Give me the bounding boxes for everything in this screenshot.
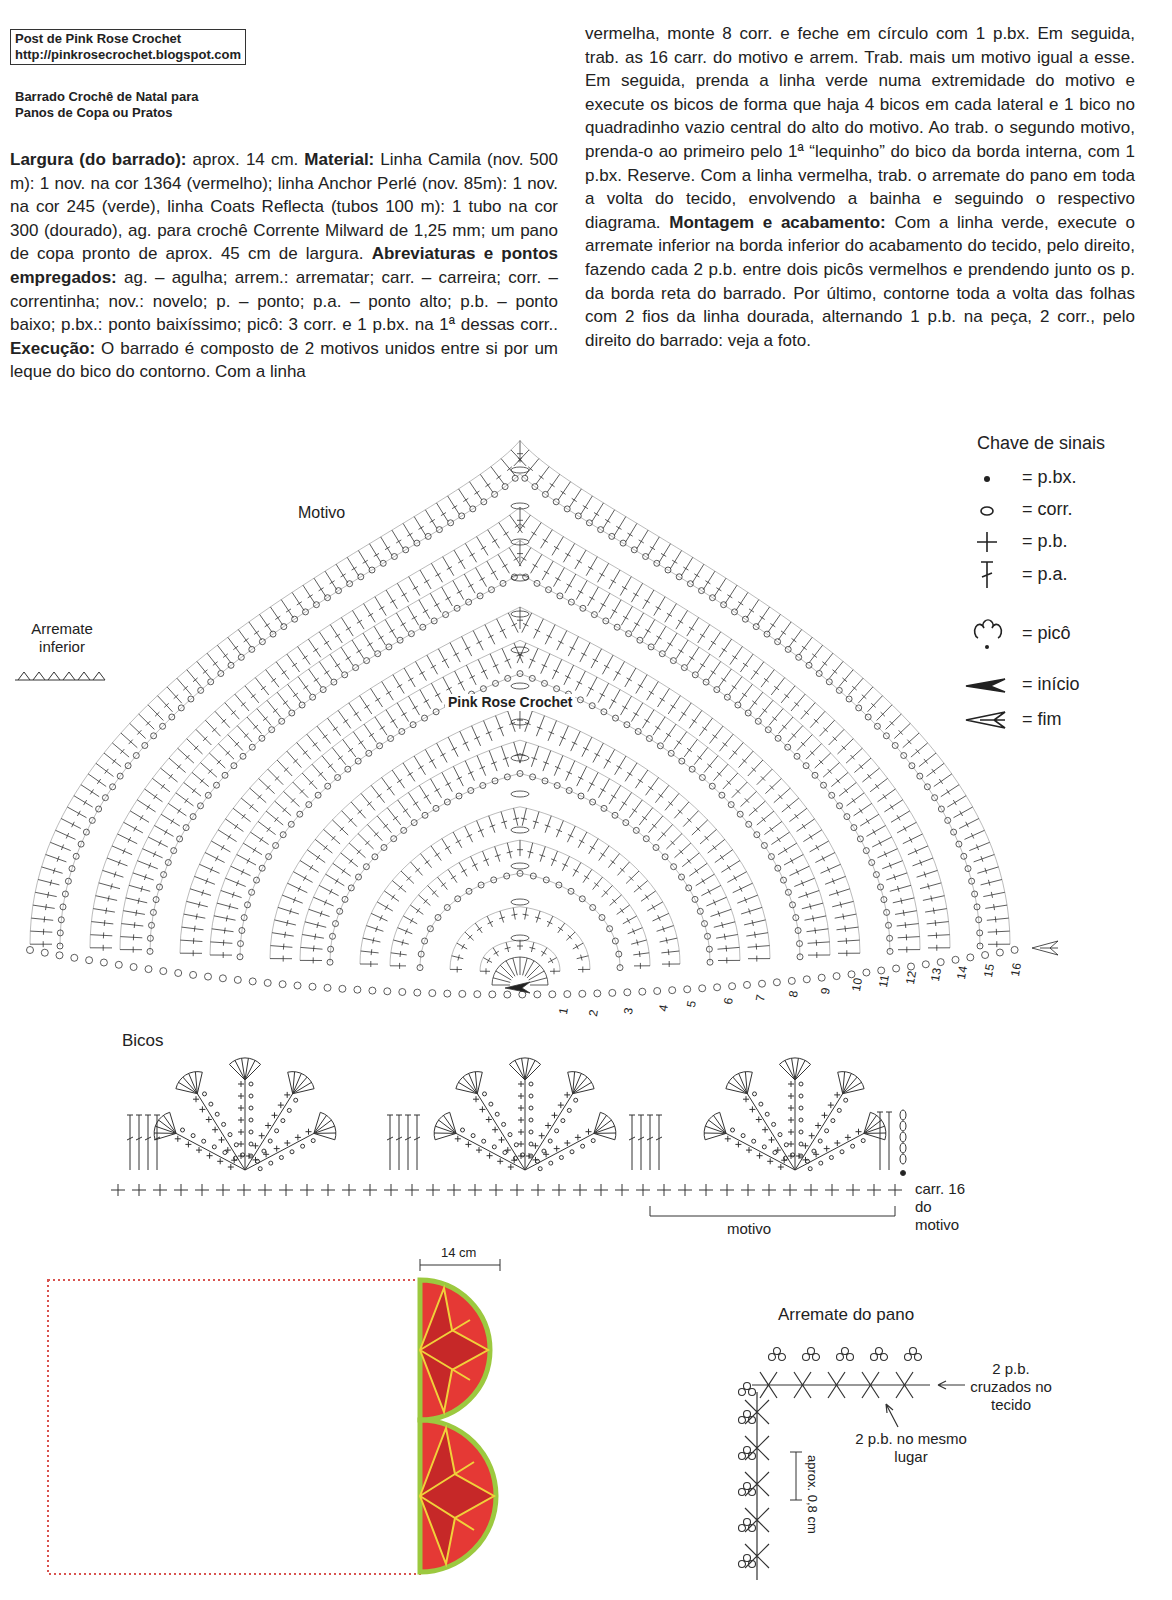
row-number: 2 bbox=[586, 1008, 601, 1017]
baseline-chains bbox=[27, 946, 1019, 998]
end-arrow bbox=[966, 712, 1005, 728]
row-number: 5 bbox=[684, 999, 699, 1008]
row-number: 11 bbox=[876, 974, 892, 989]
bracket-label: motivo bbox=[727, 1220, 771, 1238]
towel-photo bbox=[48, 1259, 500, 1574]
bottom-edge-mini bbox=[15, 672, 105, 680]
watermark: Pink Rose Crochet bbox=[445, 694, 575, 711]
bottom-edge-stitches bbox=[15, 672, 105, 680]
points-chains bbox=[181, 1082, 907, 1171]
start-arrow bbox=[966, 679, 1005, 692]
motif-row bbox=[120, 540, 920, 949]
points-chart bbox=[111, 1058, 906, 1216]
legend-text: = p.a. bbox=[1022, 564, 1068, 586]
legend-text: = p.b. bbox=[1022, 531, 1068, 553]
row-number: 4 bbox=[656, 1003, 671, 1012]
picot-dot bbox=[985, 645, 989, 649]
chart-title: Arremate inferior bbox=[22, 620, 102, 656]
row-number: 1 bbox=[556, 1006, 571, 1015]
motif-chains bbox=[57, 475, 983, 970]
legend-symbols bbox=[966, 476, 1005, 728]
dimension-line bbox=[790, 1452, 802, 1500]
crossed-stitches bbox=[752, 1372, 930, 1398]
dimension-label: 14 cm bbox=[441, 1245, 476, 1261]
slip-stitch-symbol bbox=[984, 476, 990, 482]
motif-veins bbox=[420, 1320, 474, 1530]
motif-row bbox=[210, 640, 830, 955]
row-number: 10 bbox=[849, 977, 865, 993]
chart-note: 2 p.b. cruzados no tecido bbox=[970, 1360, 1052, 1414]
instructions-text: Com a linha verde, execute o arremate in… bbox=[585, 213, 1135, 350]
row-number: 8 bbox=[786, 989, 801, 998]
chart-note: carr. 16 do motivo bbox=[915, 1180, 977, 1234]
motif-stitches bbox=[30, 441, 1010, 975]
chart-title: Bicos bbox=[122, 1031, 164, 1051]
end-arrow bbox=[1032, 941, 1058, 955]
edging-picots bbox=[739, 1348, 922, 1568]
legend-text: = fim bbox=[1022, 709, 1062, 731]
header-text: Post de Pink Rose Crochet bbox=[15, 31, 241, 47]
motif-row bbox=[330, 774, 710, 963]
row-number: 6 bbox=[721, 996, 736, 1005]
section-heading: Largura (do barrado): bbox=[10, 150, 187, 169]
header-box: Post de Pink Rose Crochethttp://pinkrose… bbox=[10, 29, 246, 65]
motif-leaves bbox=[420, 1288, 494, 1564]
instructions-text: vermelha, monte 8 corr. e feche em círcu… bbox=[585, 24, 1135, 232]
pointer-arrow bbox=[938, 1381, 965, 1389]
section-heading: Material: bbox=[304, 150, 374, 169]
picot-marks bbox=[739, 1348, 922, 1568]
slip-stitch-dot bbox=[901, 1171, 906, 1176]
motif-row bbox=[180, 607, 860, 953]
row-number: 13 bbox=[928, 967, 944, 983]
dimension-line bbox=[420, 1259, 500, 1271]
row-number: 15 bbox=[981, 963, 997, 979]
section-heading: Montagem e acabamento: bbox=[669, 213, 886, 232]
instructions-column: Largura (do barrado): aprox. 14 cm. Mate… bbox=[10, 148, 558, 384]
legend-title: Chave de sinais bbox=[977, 433, 1105, 455]
starting-ring bbox=[492, 957, 548, 985]
motif-chart bbox=[27, 441, 1059, 999]
chain-symbol bbox=[981, 507, 993, 515]
legend-text: = corr. bbox=[1022, 499, 1073, 521]
chart-title: Arremate do pano bbox=[778, 1305, 914, 1325]
instructions-column: vermelha, monte 8 corr. e feche em círcu… bbox=[585, 22, 1135, 352]
section-heading: Execução: bbox=[10, 339, 95, 358]
row-number: 16 bbox=[1008, 962, 1024, 978]
baseline-guide bbox=[30, 948, 1025, 995]
row-number: 9 bbox=[818, 986, 833, 995]
page-title: Barrado Crochê de Natal para Panos de Co… bbox=[15, 89, 215, 121]
row-number: 3 bbox=[621, 1006, 636, 1015]
double-crochet-symbol bbox=[981, 562, 993, 588]
motif-row bbox=[420, 873, 620, 967]
row-number: 7 bbox=[753, 993, 768, 1002]
chart-note: 2 p.b. no mesmo lugar bbox=[852, 1430, 970, 1466]
row-number: 12 bbox=[903, 970, 919, 986]
towel-cloth bbox=[48, 1280, 420, 1574]
instructions-text: aprox. 14 cm. bbox=[193, 150, 299, 169]
leader-line bbox=[886, 1404, 898, 1427]
dimension-label: aprox. 0,8 cm bbox=[804, 1455, 820, 1534]
edging-chart bbox=[745, 1372, 965, 1580]
legend-text: = picô bbox=[1022, 623, 1071, 645]
single-crochet-symbol bbox=[977, 532, 997, 552]
header-text: http://pinkrosecrochet.blogspot.com bbox=[15, 47, 241, 63]
chart-title: Motivo bbox=[295, 503, 348, 522]
row-number: 14 bbox=[954, 965, 970, 981]
legend-text: = início bbox=[1022, 674, 1080, 696]
legend-text: = p.bx. bbox=[1022, 467, 1077, 489]
picot-symbol bbox=[975, 620, 1002, 638]
